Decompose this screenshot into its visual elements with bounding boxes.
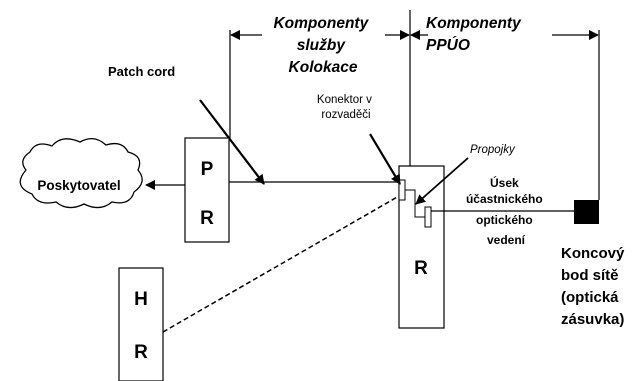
segment-label-line3: optického: [476, 213, 533, 227]
segment-label: Úsek účastnického optického vedení: [466, 175, 546, 247]
hr-rack-letter-r: R: [134, 342, 148, 363]
segment-label-line4: vedení: [487, 233, 526, 247]
title-ppuo-line2: PPÚO: [426, 36, 470, 54]
hr-rack: [118, 267, 164, 381]
r-rack-letter: R: [414, 258, 428, 279]
endpoint-label-line2: bod sítě: [561, 267, 619, 284]
endpoint-label-line3: (optická: [561, 289, 619, 306]
segment-label-line2: účastnického: [466, 192, 543, 206]
title-ppuo-line1: Komponenty: [426, 15, 522, 32]
title-colocation-line3: Kolokace: [289, 59, 358, 76]
connector-label: Konektor v rozvaděči: [317, 94, 375, 121]
endpoint-label-line4: zásuvka): [561, 311, 624, 328]
connector-arrow: [369, 133, 401, 185]
hr-rack-letter-h: H: [134, 289, 148, 310]
title-colocation-line2: služby: [297, 37, 347, 54]
network-endpoint-socket: [574, 200, 599, 224]
title-colocation-line1: Komponenty: [273, 15, 369, 32]
connector-label-line1: Konektor v: [317, 94, 372, 106]
provider-label: Poskytovatel: [37, 178, 120, 193]
connector-right: [424, 206, 432, 228]
pr-rack-letter-r: R: [200, 208, 214, 229]
pr-rack: [184, 137, 230, 243]
endpoint-label: Koncový bod sítě (optická zásuvka): [561, 245, 629, 328]
pr-rack-letter-p: P: [201, 159, 214, 180]
jumpers-arrow: [415, 157, 469, 205]
patch-cord-label: Patch cord: [108, 64, 175, 79]
endpoint-label-line1: Koncový: [561, 245, 625, 262]
title-colocation: Komponenty služby Kolokace: [273, 15, 372, 76]
title-ppuo: Komponenty PPÚO: [426, 15, 525, 54]
r-rack: [398, 165, 445, 329]
patch-cord-arrow: [199, 99, 265, 185]
provider-cloud: [19, 138, 143, 209]
connector-label-line2: rozvaděči: [321, 109, 370, 121]
jumpers-label: Propojky: [470, 144, 516, 156]
segment-label-line1: Úsek: [490, 175, 519, 190]
jumper-wire: [405, 189, 425, 218]
dashed-link-line: [162, 195, 400, 333]
